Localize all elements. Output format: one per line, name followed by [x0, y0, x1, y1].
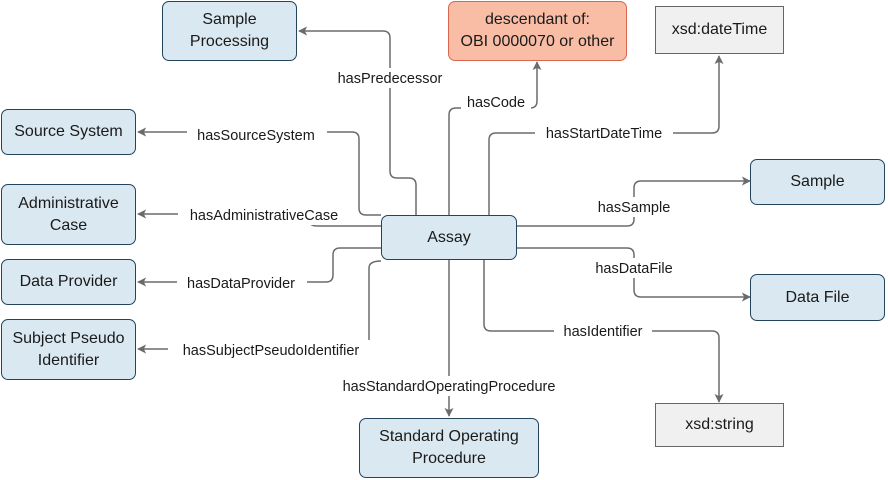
edge-has-source-system — [137, 127, 381, 216]
node-xsd-datetime[interactable]: xsd:dateTime — [655, 6, 784, 54]
node-obi-code-label: descendant of: OBI 0000070 or other — [460, 11, 615, 50]
node-source-system[interactable]: Source System — [1, 109, 136, 155]
edge-label-group-data-provider: hasDataProvider — [177, 273, 307, 293]
edge-label-group-predecessor: hasPredecessor — [328, 68, 452, 88]
node-sample-label: Sample — [790, 173, 845, 190]
node-sample-processing-label: Sample Processing — [189, 11, 270, 50]
node-sample-processing[interactable]: Sample Processing — [162, 1, 297, 61]
node-source-system-label: Source System — [14, 123, 123, 140]
edge-label-group-administrative-case: hasAdministrativeCase — [178, 205, 354, 225]
edge-label-has-code: hasCode — [467, 95, 525, 111]
node-xsd-string-label: xsd:string — [685, 416, 754, 433]
edge-label-group-code: hasCode — [461, 92, 531, 112]
node-assay-label: Assay — [427, 228, 471, 246]
edge-label-has-start-date-time: hasStartDateTime — [546, 126, 662, 142]
edge-label-group-sample: hasSample — [590, 197, 678, 217]
edge-label-has-source-system: hasSourceSystem — [197, 128, 315, 144]
edge-label-has-data-provider: hasDataProvider — [187, 276, 295, 292]
node-xsd-datetime-label: xsd:dateTime — [671, 21, 768, 38]
node-data-provider[interactable]: Data Provider — [1, 259, 136, 305]
node-standard-operating-procedure[interactable]: Standard Operating Procedure — [359, 418, 539, 478]
node-data-provider-label: Data Provider — [19, 273, 118, 290]
edge-has-data-provider — [137, 247, 381, 287]
node-assay[interactable]: Assay — [381, 215, 517, 260]
edge-label-has-standard-operating-procedure: hasStandardOperatingProcedure — [343, 379, 556, 395]
edge-label-group-data-file: hasDataFile — [587, 258, 681, 278]
node-obi-code[interactable]: descendant of: OBI 0000070 or other — [448, 1, 627, 61]
edge-label-group-source-system: hasSourceSystem — [187, 125, 327, 145]
edge-label-has-administrative-case: hasAdministrativeCase — [190, 208, 338, 224]
edge-label-group-start-date-time: hasStartDateTime — [535, 123, 673, 143]
node-sample[interactable]: Sample — [750, 159, 885, 205]
edge-label-has-predecessor: hasPredecessor — [338, 71, 443, 87]
edge-label-group-subject-pseudo-identifier: hasSubjectPseudoIdentifier — [168, 340, 376, 360]
edge-label-has-identifier: hasIdentifier — [564, 324, 643, 340]
edge-has-code — [448, 61, 542, 215]
node-data-file-label: Data File — [785, 288, 850, 306]
edge-has-predecessor — [298, 26, 417, 215]
node-subject-pseudo-identifier-label: Subject Pseudo Identifier — [12, 329, 125, 369]
edge-label-group-standard-operating-procedure: hasStandardOperatingProcedure — [325, 376, 575, 396]
node-standard-operating-procedure-label: Standard Operating Procedure — [379, 428, 519, 467]
node-administrative-case[interactable]: Administrative Case — [1, 184, 136, 245]
node-administrative-case-label: Administrative Case — [18, 194, 119, 234]
node-data-file[interactable]: Data File — [750, 274, 885, 321]
node-subject-pseudo-identifier[interactable]: Subject Pseudo Identifier — [1, 319, 136, 380]
edge-label-has-subject-pseudo-identifier: hasSubjectPseudoIdentifier — [183, 343, 360, 359]
edge-label-has-sample: hasSample — [598, 200, 671, 216]
edge-label-has-data-file: hasDataFile — [595, 261, 672, 277]
edge-label-group-identifier: hasIdentifier — [554, 321, 652, 341]
node-xsd-string[interactable]: xsd:string — [655, 403, 784, 447]
